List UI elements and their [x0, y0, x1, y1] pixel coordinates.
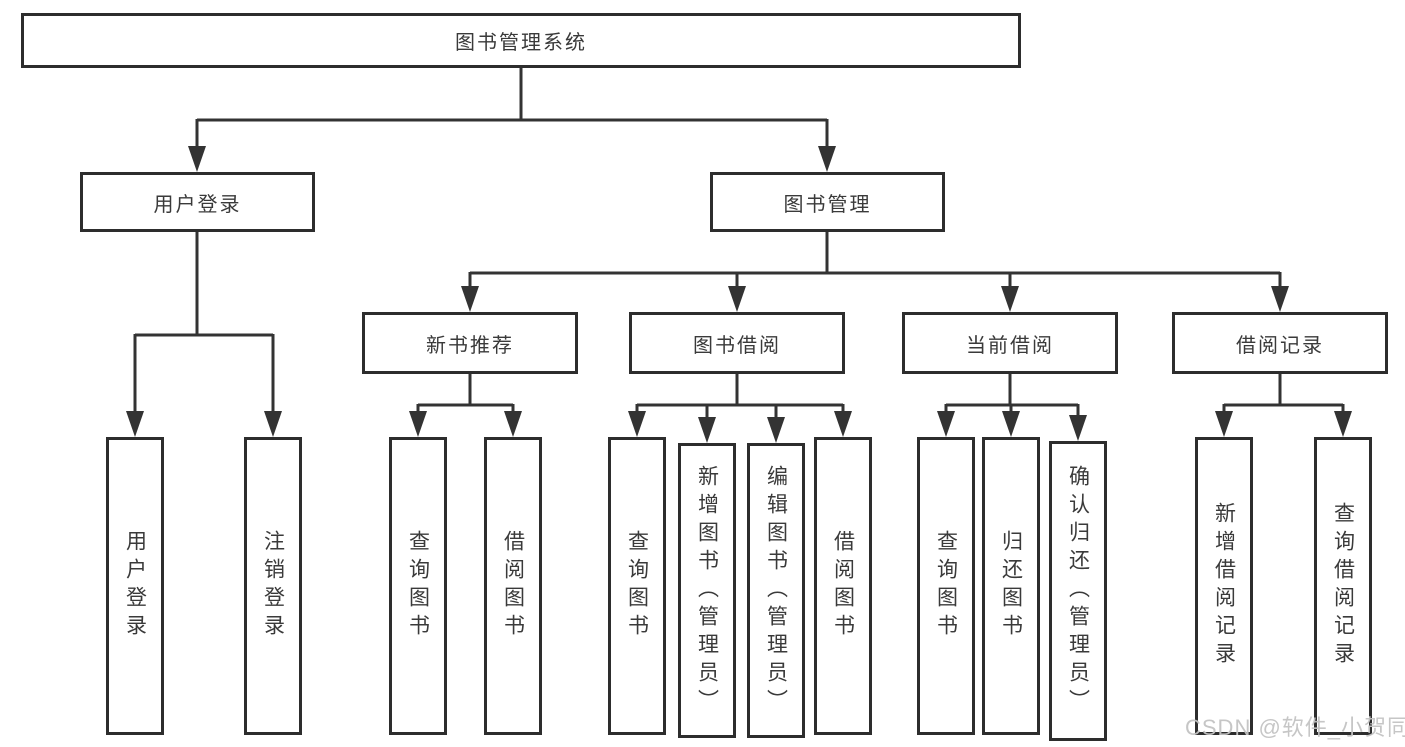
node-leaf-user-login-label: 用户登录	[123, 530, 147, 642]
node-leaf-add-borrow-record: 新增借阅记录	[1195, 437, 1253, 735]
node-leaf-query-books-c-label: 查询图书	[934, 530, 958, 642]
node-leaf-query-books-a-label: 查询图书	[406, 530, 430, 642]
connector-userlogin-to-leaves	[126, 232, 282, 437]
node-leaf-confirm-return-admin: 确认归还（管理员）	[1049, 441, 1107, 741]
node-leaf-confirm-return-admin-label: 确认归还（管理员）	[1066, 465, 1090, 717]
node-borrowing-records-label: 借阅记录	[1236, 334, 1324, 357]
node-leaf-add-borrow-record-label: 新增借阅记录	[1212, 502, 1236, 670]
connector-newbookrec-to-leaves	[409, 374, 522, 437]
node-leaf-query-borrow-record: 查询借阅记录	[1314, 437, 1372, 735]
node-leaf-borrow-books-a: 借阅图书	[484, 437, 542, 735]
node-leaf-borrow-books-b-label: 借阅图书	[831, 530, 855, 642]
node-user-login: 用户登录	[80, 172, 315, 232]
connector-currentborrow-to-leaves	[937, 374, 1087, 441]
node-leaf-query-books-a: 查询图书	[389, 437, 447, 735]
node-current-borrowing-label: 当前借阅	[966, 334, 1054, 357]
node-leaf-borrow-books-b: 借阅图书	[814, 437, 872, 735]
node-root: 图书管理系统	[21, 13, 1021, 68]
connector-bookborrow-to-leaves	[628, 374, 852, 443]
node-borrowing-records: 借阅记录	[1172, 312, 1388, 374]
node-leaf-user-login: 用户登录	[106, 437, 164, 735]
connector-bookmanagement-to-level3	[461, 232, 1289, 312]
node-root-label: 图书管理系统	[455, 32, 587, 54]
node-leaf-query-borrow-record-label: 查询借阅记录	[1331, 502, 1355, 670]
node-book-management-label: 图书管理	[783, 193, 872, 216]
node-book-borrowing-label: 图书借阅	[693, 334, 781, 357]
node-leaf-query-books-b-label: 查询图书	[625, 530, 649, 642]
node-book-borrowing: 图书借阅	[629, 312, 845, 374]
node-user-login-label: 用户登录	[153, 193, 242, 216]
node-leaf-add-books-admin: 新增图书（管理员）	[678, 443, 736, 738]
node-leaf-edit-books-admin: 编辑图书（管理员）	[747, 443, 805, 738]
node-leaf-return-books: 归还图书	[982, 437, 1040, 735]
node-leaf-query-books-b: 查询图书	[608, 437, 666, 735]
node-leaf-borrow-books-a-label: 借阅图书	[501, 530, 525, 642]
node-book-management: 图书管理	[710, 172, 945, 232]
node-new-book-recommendation-label: 新书推荐	[426, 334, 514, 357]
node-current-borrowing: 当前借阅	[902, 312, 1118, 374]
connector-borrowrecords-to-leaves	[1215, 374, 1352, 437]
node-leaf-edit-books-admin-label: 编辑图书（管理员）	[764, 464, 788, 717]
node-leaf-logout-label: 注销登录	[261, 530, 285, 642]
connector-root-to-level2	[188, 68, 836, 172]
node-leaf-logout: 注销登录	[244, 437, 302, 735]
csdn-watermark: CSDN @软件_小贺同学	[1185, 715, 1405, 740]
node-leaf-query-books-c: 查询图书	[917, 437, 975, 735]
node-leaf-add-books-admin-label: 新增图书（管理员）	[695, 464, 719, 717]
node-leaf-return-books-label: 归还图书	[999, 530, 1023, 642]
node-new-book-recommendation: 新书推荐	[362, 312, 578, 374]
